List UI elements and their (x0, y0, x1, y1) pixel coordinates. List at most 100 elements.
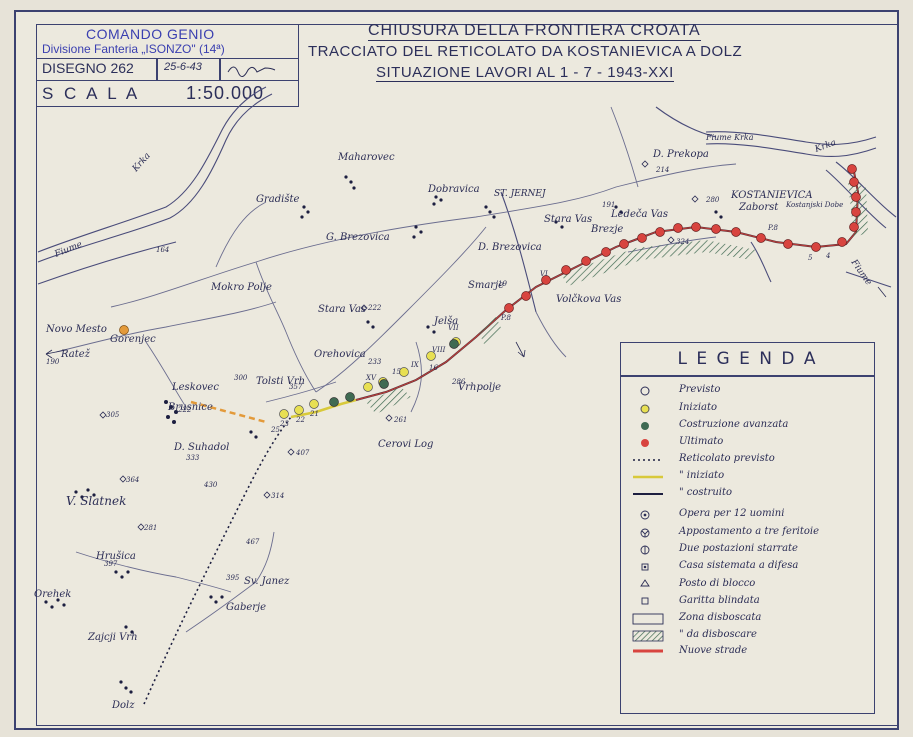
svg-text:467: 467 (245, 538, 260, 546)
work-marker-green (379, 379, 389, 389)
work-marker-red (601, 247, 611, 257)
place-label: Smarje (468, 280, 504, 291)
svg-text:214: 214 (655, 166, 669, 174)
header-box: COMANDO GENIO Divisione Fanteria „ISONZO… (36, 24, 299, 107)
legend-zone-empty-icon (632, 613, 664, 625)
work-marker-red (561, 265, 571, 275)
diamond-icon (385, 414, 393, 422)
legend-item-label: Casa sistemata a difesa (679, 560, 799, 571)
svg-text:324: 324 (676, 238, 689, 246)
map-symbols (45, 160, 887, 531)
work-marker-red (851, 207, 861, 217)
fence-started (290, 398, 357, 419)
diamond-icon (691, 195, 699, 203)
arrow-icon (515, 341, 526, 358)
svg-text:5: 5 (808, 254, 813, 262)
work-numbers: P.8 19 VI VII VIII IX 16 15 XV 21 22 23 … (270, 224, 830, 434)
legend-item-label: Nuove strade (679, 645, 748, 656)
rivers (37, 86, 897, 313)
svg-text:281: 281 (143, 524, 157, 532)
svg-text:VIII: VIII (432, 346, 446, 354)
svg-text:286: 286 (451, 378, 466, 386)
legend-box: L E G E N D A (620, 342, 875, 714)
place-label: D. Brezovica (477, 242, 542, 253)
svg-text:333: 333 (186, 454, 200, 462)
place-label: Ratež (60, 349, 91, 360)
place-label: Brezje (590, 224, 623, 235)
work-marker-red (811, 242, 821, 252)
work-marker-red (837, 237, 847, 247)
work-marker-red (581, 256, 591, 266)
svg-text:191: 191 (602, 201, 615, 209)
river-krka-west (37, 86, 267, 253)
svg-text:407: 407 (295, 449, 310, 457)
svg-text:25: 25 (270, 426, 280, 434)
svg-text:280: 280 (705, 196, 720, 204)
header-row2: DISEGNO 262 25-6-43 (36, 58, 298, 81)
work-marker-yellow (426, 351, 436, 361)
work-marker-red (541, 275, 551, 285)
place-label: Maharovec (337, 152, 395, 163)
svg-text:21: 21 (309, 410, 319, 418)
new-road-orange (190, 400, 267, 424)
work-marker-red (847, 164, 857, 174)
legend-circle-green-icon (641, 422, 649, 430)
place-label: Vrhpolje (458, 382, 501, 393)
divider (156, 58, 158, 80)
svg-text:357: 357 (289, 383, 303, 391)
fence-planned (143, 416, 292, 705)
place-label: ST. JERNEJ (494, 189, 547, 199)
diamond-icon (137, 523, 145, 531)
work-marker-yellow (279, 409, 289, 419)
new-road-red (355, 171, 859, 401)
svg-text:190: 190 (46, 358, 60, 366)
svg-text:222: 222 (367, 304, 382, 312)
divider (219, 58, 221, 80)
place-label: Tolsti Vrh (256, 376, 305, 387)
diamond-icon (641, 160, 649, 168)
elevation-markers: 214 280 324 222 233 261 305 300 357 222 … (46, 166, 720, 582)
legend-circle-red-icon (641, 439, 649, 447)
work-marker-red (655, 227, 665, 237)
work-marker-red (691, 222, 701, 232)
place-label: D. Prekopa (652, 149, 709, 160)
legend-item-label: " da disboscare (679, 629, 757, 640)
title-line3: SITUAZIONE LAVORI AL 1 - 7 - 1943-XXI (376, 64, 674, 82)
drawing-number: DISEGNO 262 (42, 60, 134, 76)
place-label: Brusnice (167, 402, 213, 413)
place-label: Dobravica (427, 184, 480, 195)
scale-value: 1:50.000 (186, 83, 265, 103)
place-label: Jelša (432, 316, 458, 327)
svg-text:22: 22 (295, 416, 305, 424)
title-line1: CHIUSURA DELLA FRONTIERA CROATA (368, 22, 701, 41)
svg-text:261: 261 (393, 416, 407, 424)
work-marker-red (637, 233, 647, 243)
division-label: Divisione Fanteria „ISONZO" (14ª) (42, 42, 225, 56)
legend-item-label: Reticolato previsto (679, 453, 775, 464)
work-marker-red (851, 192, 861, 202)
svg-text:P.8: P.8 (500, 314, 512, 322)
diamond-icon (287, 448, 295, 456)
work-marker-red (673, 223, 683, 233)
place-label: Gaberje (226, 602, 266, 613)
work-marker-green (449, 339, 459, 349)
legend-opera-icon (640, 510, 650, 520)
place-label: D. Suhadol (173, 442, 229, 453)
river-label: Fiume (848, 257, 873, 287)
legend-triangle-icon (640, 579, 650, 587)
header-row1: COMANDO GENIO Divisione Fanteria „ISONZO… (36, 24, 298, 59)
svg-text:364: 364 (126, 476, 139, 484)
place-labels: Maharovec Dobravica Gradište G. Brezovic… (34, 149, 843, 711)
works-advanced (329, 339, 459, 407)
diamond-icon (119, 475, 127, 483)
zone-to-clear-3 (561, 240, 756, 286)
river-krka-west-bank (37, 93, 273, 263)
river-label: Fiume (52, 240, 83, 260)
svg-text:300: 300 (234, 374, 248, 382)
river-label: Fiume Krka (705, 133, 754, 142)
svg-text:222: 222 (177, 406, 192, 414)
svg-text:16: 16 (429, 364, 438, 372)
arrow-icon (877, 286, 887, 298)
diamond-icon (263, 491, 271, 499)
work-marker-red (849, 222, 859, 232)
